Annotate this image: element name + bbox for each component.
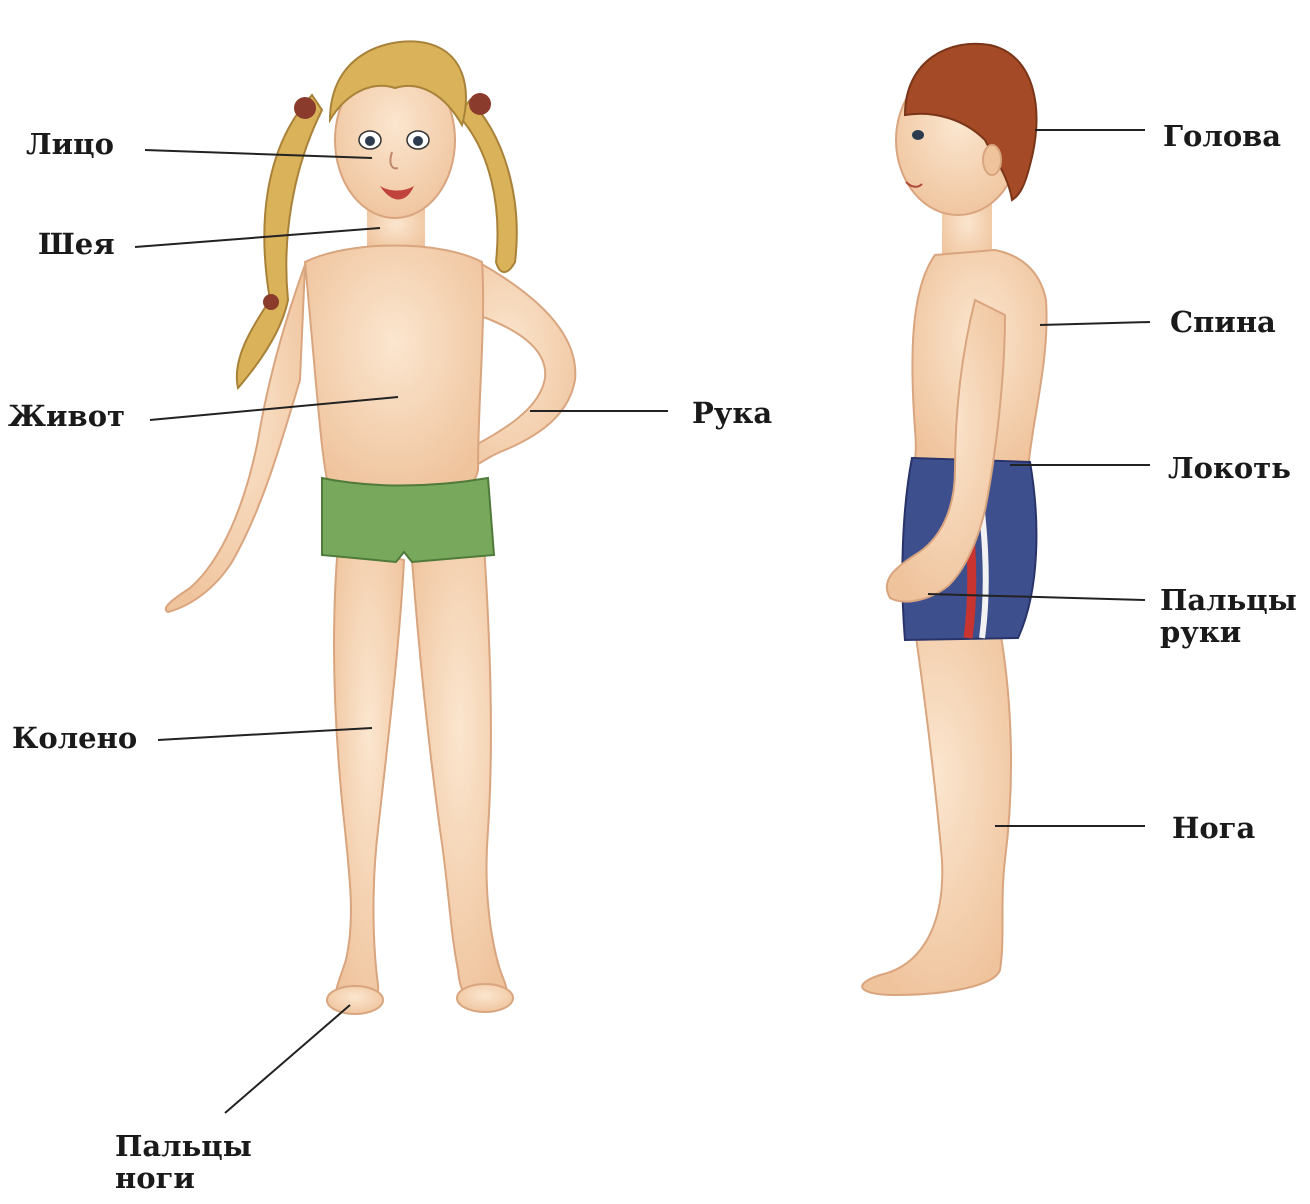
boy-eye <box>912 130 924 140</box>
girl-shorts <box>322 478 494 562</box>
girl-left-pupil <box>365 136 375 146</box>
label-head: Голова <box>1163 120 1281 152</box>
label-face: Лицо <box>26 128 114 160</box>
girl-right-foot <box>457 984 513 1012</box>
label-fingers-line1: Пальцы <box>1160 584 1300 616</box>
girl-braid-tie <box>263 294 279 310</box>
label-belly: Живот <box>8 400 125 432</box>
label-toes-line1: Пальцы <box>115 1130 275 1162</box>
label-arm: Рука <box>692 397 772 429</box>
leader-toes <box>225 1005 350 1113</box>
label-toes: Пальцы ноги <box>115 1130 275 1194</box>
girl-right-leg <box>412 545 507 1007</box>
leader-back <box>1040 322 1150 325</box>
girl-left-foot <box>327 986 383 1014</box>
girl-hair-tie-right <box>469 93 491 115</box>
label-fingers-line2: руки <box>1160 616 1300 648</box>
label-neck: Шея <box>38 228 115 260</box>
label-knee: Колено <box>12 722 137 754</box>
girl-left-leg <box>334 545 404 1012</box>
label-fingers: Пальцы руки <box>1160 584 1300 648</box>
girl-right-braid <box>458 100 517 272</box>
girl-torso <box>305 246 483 491</box>
label-back: Спина <box>1170 306 1276 338</box>
girl-right-pupil <box>413 136 423 146</box>
boy-ear <box>983 145 1001 175</box>
boy-figure <box>862 44 1046 995</box>
label-leg: Нога <box>1172 812 1255 844</box>
leader-neck <box>135 228 380 247</box>
girl-hair-tie-left <box>294 97 316 119</box>
boy-leg <box>862 630 1011 995</box>
label-toes-line2: ноги <box>115 1162 275 1194</box>
girl-figure <box>166 41 576 1014</box>
label-elbow: Локоть <box>1168 452 1291 484</box>
